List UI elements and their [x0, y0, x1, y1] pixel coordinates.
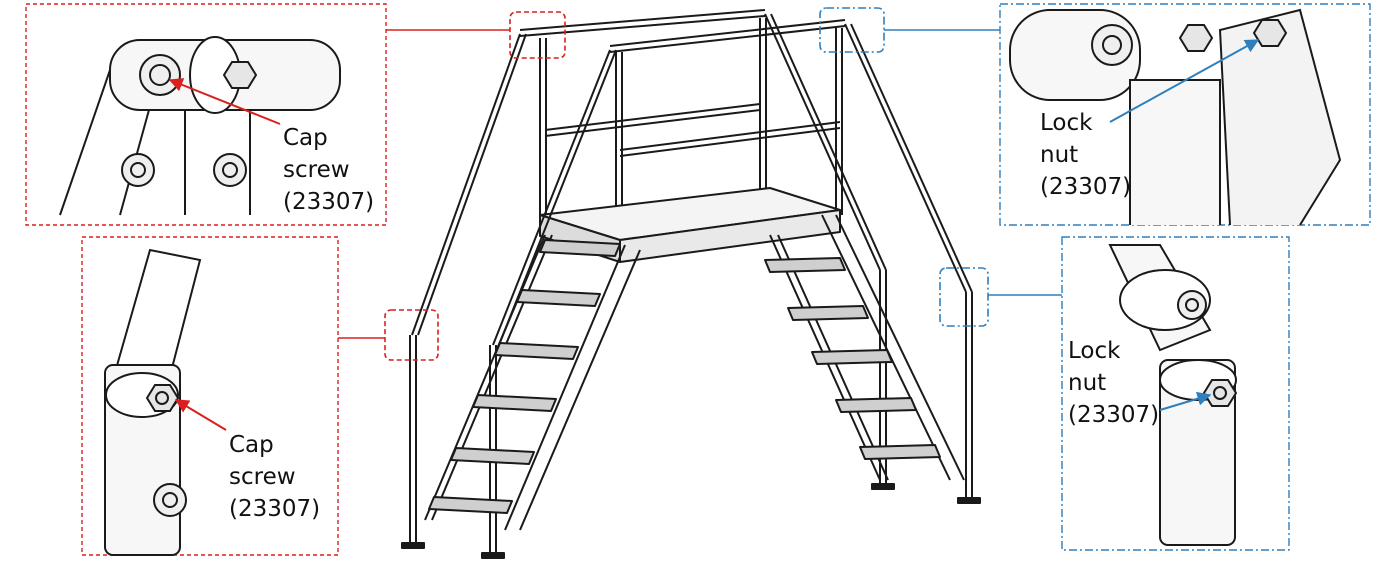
callout-top-left-line-2: screw [283, 157, 350, 183]
highlight-mid-left [384, 309, 439, 361]
highlight-mid-right [939, 267, 989, 327]
crossover-stair-platform-icon [401, 9, 981, 559]
tube-clamp-joint-icon [104, 248, 202, 556]
callout-top-left-line-1: Cap [283, 125, 328, 151]
callout-top-right-line-3: (23307) [1040, 174, 1131, 200]
highlight-top-right [819, 7, 885, 53]
tube-clamp-joint-icon [1009, 8, 1342, 226]
callout-bottom-right-line-3: (23307) [1068, 402, 1159, 428]
highlight-markers [384, 7, 989, 361]
callout-bottom-left-line-2: screw [229, 464, 296, 490]
callout-bottom-right-line-1: Lock [1068, 338, 1121, 364]
tube-clamp-joint-icon [1108, 244, 1238, 546]
callout-bottom-left-line-1: Cap [229, 432, 274, 458]
detail-panel-top-left: Cap screw (23307) [25, 3, 387, 226]
detail-panel-top-right: Lock nut (23307) [999, 3, 1371, 226]
detail-panel-bottom-right: Lock nut (23307) [1061, 236, 1290, 551]
highlight-top-left [509, 11, 566, 59]
callout-bottom-left-line-3: (23307) [229, 496, 320, 522]
callout-bottom-right-line-2: nut [1068, 370, 1106, 396]
leader-lines [338, 29, 1062, 339]
callout-top-right-line-2: nut [1040, 142, 1078, 168]
detail-panel-bottom-left: Cap screw (23307) [81, 236, 339, 556]
callout-top-right-line-1: Lock [1040, 110, 1093, 136]
callout-top-left-line-3: (23307) [283, 189, 374, 215]
